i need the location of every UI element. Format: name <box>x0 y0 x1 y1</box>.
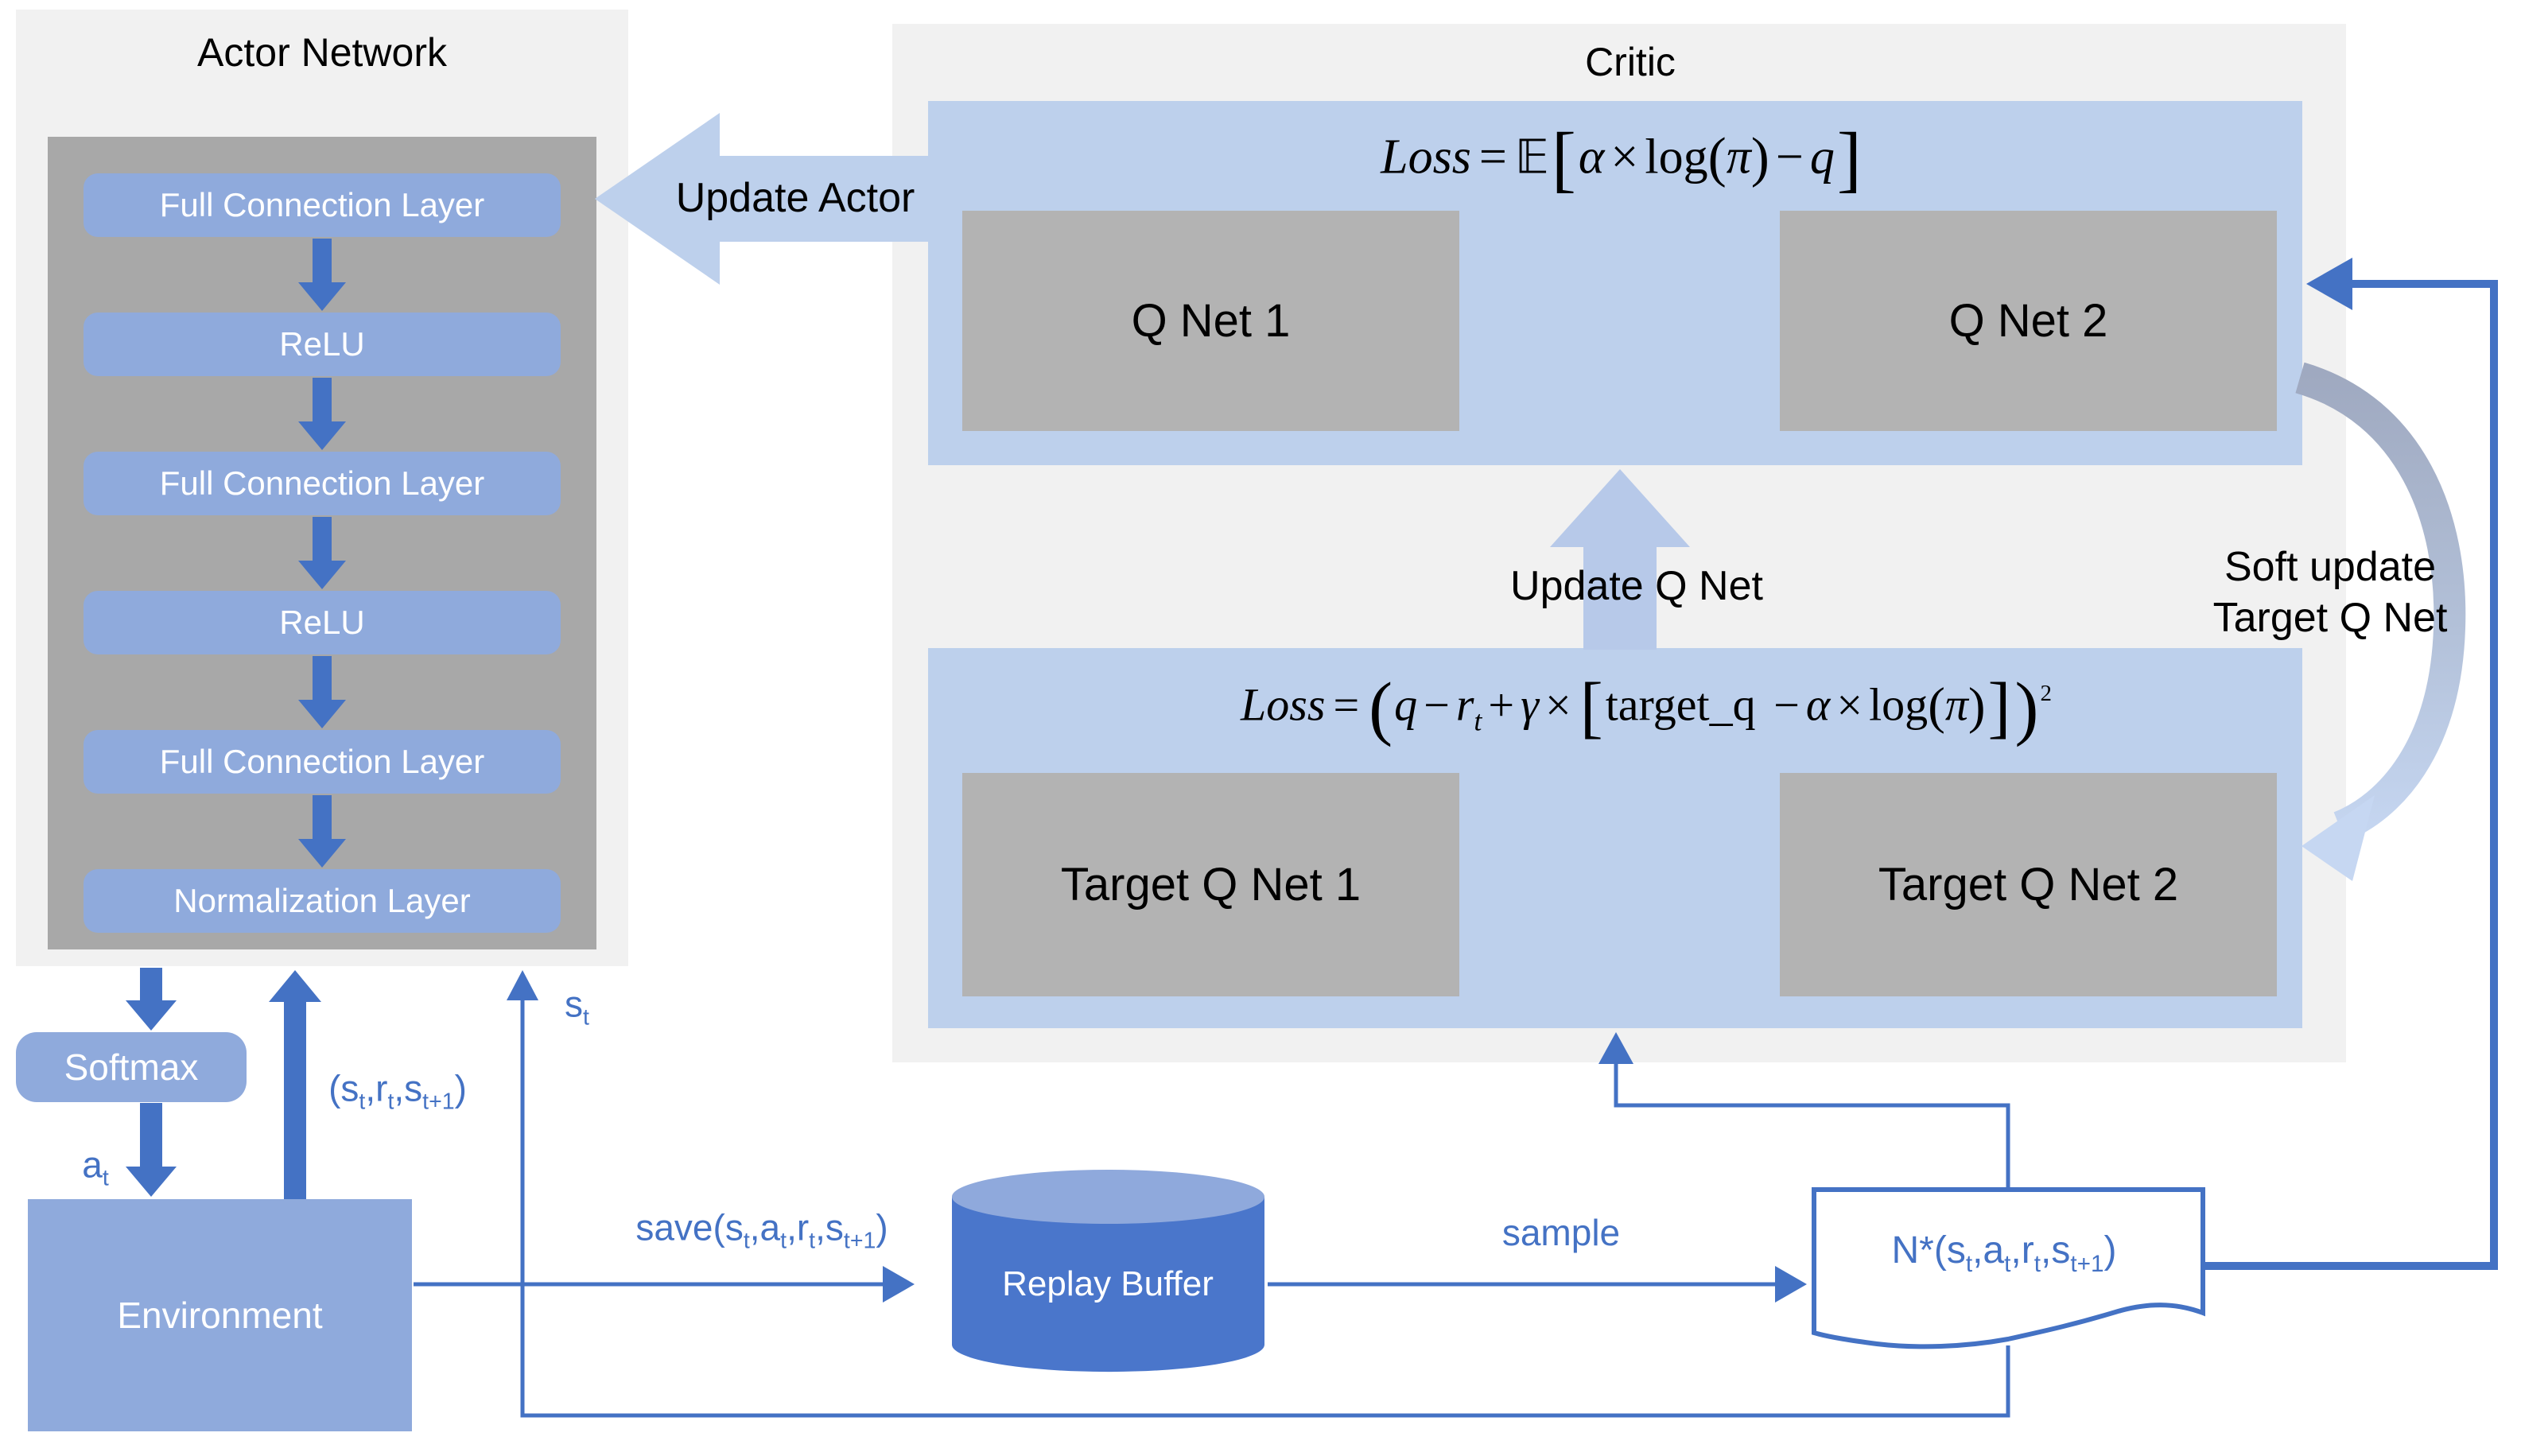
q-net-2-box: Q Net 2 <box>1780 211 2277 431</box>
transition-label: (st,rt,st+1) <box>328 1067 467 1115</box>
actor-layer-normalization: Normalization Layer <box>84 869 561 933</box>
soft-update-line1: Soft update <box>2224 544 2436 590</box>
actor-to-softmax-arrow <box>126 968 177 1031</box>
soft-update-label: Soft update Target Q Net <box>2213 542 2448 643</box>
layer-arrow-5-icon <box>298 795 346 868</box>
softmax-label: Softmax <box>64 1046 199 1088</box>
q-net-1-box: Q Net 1 <box>962 211 1459 431</box>
critic-title: Critic <box>1585 40 1676 84</box>
sample-label: sample <box>1501 1212 1621 1253</box>
soft-update-line2: Target Q Net <box>2212 595 2448 641</box>
state-loop-line <box>520 999 2010 1418</box>
target-q-net-2-label: Target Q Net 2 <box>1878 859 2179 910</box>
q-net-2-label: Q Net 2 <box>1948 295 2108 347</box>
replay-buffer-cylinder-top <box>952 1170 1264 1224</box>
actor-network-title: Actor Network <box>197 30 447 75</box>
actor-layer-relu-1: ReLU <box>84 313 561 376</box>
environment-box: Environment <box>28 1199 412 1431</box>
actor-layer-relu-2: ReLU <box>84 591 561 654</box>
q-net-1-label: Q Net 1 <box>1131 295 1291 347</box>
softmax-to-environment-arrow <box>126 1103 177 1197</box>
environment-label: Environment <box>117 1295 323 1336</box>
replay-buffer-label: Replay Buffer <box>1002 1264 1214 1303</box>
sampled-batch-label: N*(st,at,rt,st+1) <box>1891 1229 2117 1277</box>
state-loop-arrowhead-icon <box>507 970 538 1000</box>
update-actor-arrow <box>595 113 928 285</box>
target-q-net-2-box: Target Q Net 2 <box>1780 773 2277 996</box>
update-actor-label: Update Actor <box>675 175 915 221</box>
layer-label: ReLU <box>279 325 365 363</box>
update-q-net-label: Update Q Net <box>1510 563 1763 609</box>
layer-arrow-1-icon <box>298 239 346 311</box>
layer-arrow-2-icon <box>298 378 346 450</box>
critic-loss-formula: Loss=𝔼[α×log(π)−q] <box>1381 118 1862 200</box>
replay-buffer-cylinder-body <box>952 1197 1264 1373</box>
save-arrowhead-icon <box>883 1266 915 1303</box>
layer-label: Full Connection Layer <box>159 464 485 502</box>
batch-to-qnet-line <box>2201 280 2498 1270</box>
target-critic-loss-formula: Loss=(q−rt+γ×[target_q −α×log(π)])2 <box>1241 667 2052 748</box>
actor-layer-full-connection-2: Full Connection Layer <box>84 452 561 515</box>
softmax-box: Softmax <box>16 1032 247 1102</box>
batch-to-qnet-arrowhead-icon <box>2306 258 2352 310</box>
layer-arrow-4-icon <box>298 656 346 728</box>
soft-update-swoosh-arrow <box>2295 362 2466 842</box>
action-label: at <box>82 1143 109 1191</box>
save-label: save(st,at,rt,st+1) <box>635 1206 888 1254</box>
layer-label: Full Connection Layer <box>159 186 485 223</box>
batch-to-target-critic-arrowhead-icon <box>1598 1032 1633 1064</box>
layer-label: Full Connection Layer <box>159 743 485 780</box>
sample-arrowhead-icon <box>1775 1266 1807 1303</box>
soft-update-arrowhead-icon <box>2302 795 2375 881</box>
state-label: st <box>565 983 589 1031</box>
sampled-batch-document-shape <box>1812 1187 2205 1349</box>
batch-to-target-critic-line <box>1614 1062 2010 1188</box>
target-q-net-1-label: Target Q Net 1 <box>1060 859 1361 910</box>
layer-label: Normalization Layer <box>173 882 471 919</box>
layer-arrow-3-icon <box>298 517 346 589</box>
actor-layer-full-connection-1: Full Connection Layer <box>84 173 561 237</box>
actor-layer-full-connection-3: Full Connection Layer <box>84 730 561 794</box>
layer-label: ReLU <box>279 604 365 641</box>
update-q-net-arrow <box>1550 469 1690 650</box>
target-q-net-1-box: Target Q Net 1 <box>962 773 1459 996</box>
transition-up-arrow <box>269 970 321 1209</box>
